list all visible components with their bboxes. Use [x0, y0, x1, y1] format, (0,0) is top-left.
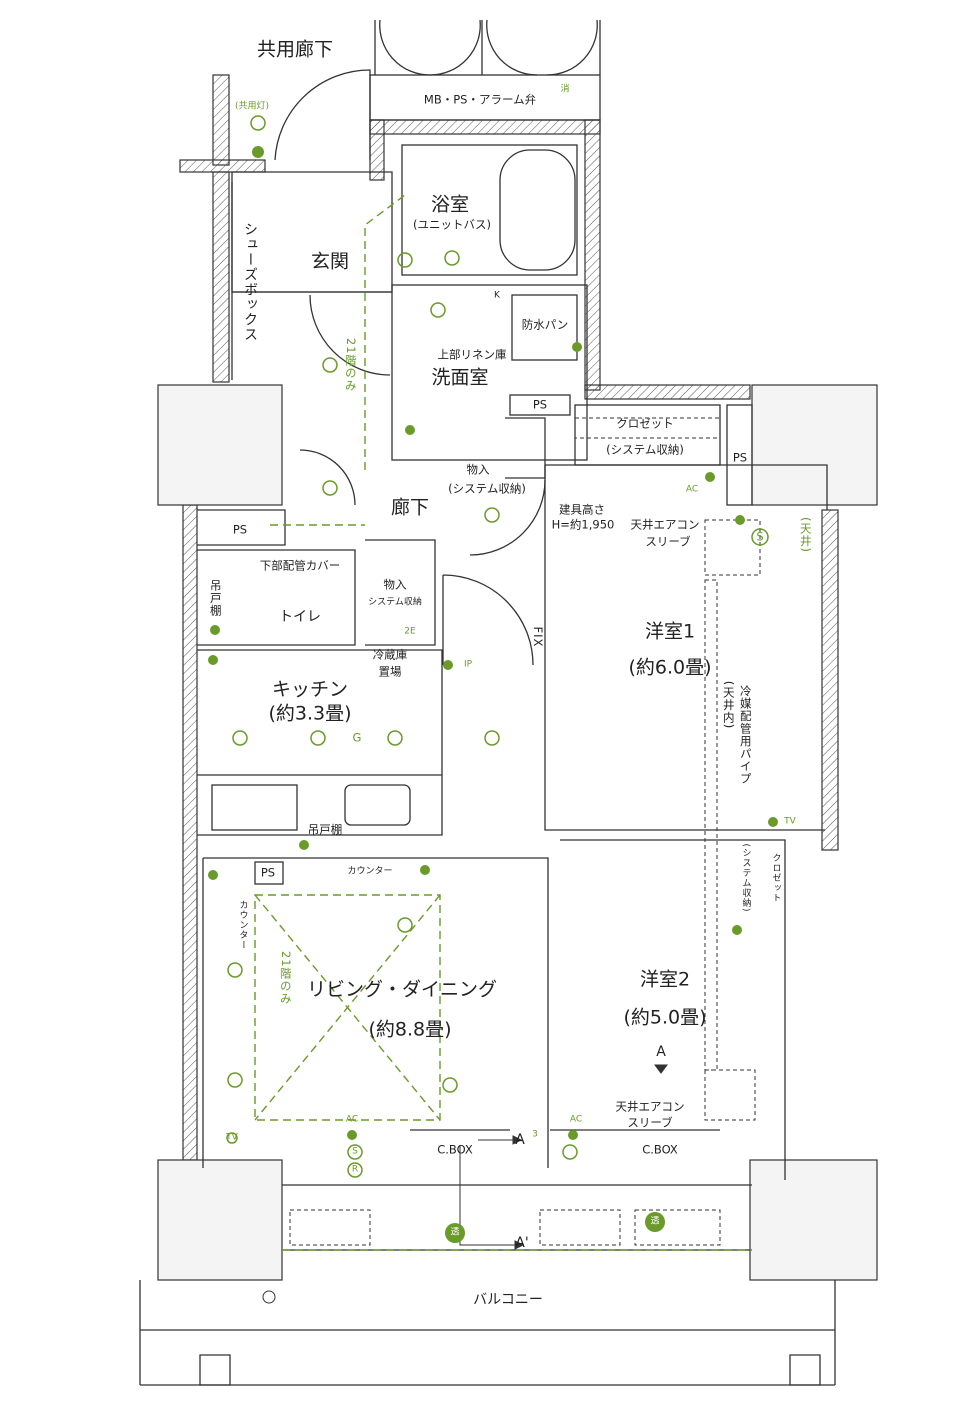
ac-symbol-3: AC — [569, 1114, 583, 1125]
linen-storage-label: 上部リネン庫 — [437, 347, 507, 362]
ps-label-1: PS — [532, 397, 548, 412]
entrance-label: 玄関 — [310, 250, 350, 273]
door-height-value: H=約1,950 — [551, 517, 615, 532]
ac-sleeve-1-sub-label: スリーブ — [645, 534, 691, 549]
2e-symbol: 2E — [404, 626, 416, 637]
section-arrows — [459, 1064, 668, 1250]
tv-symbol-1: TV — [784, 816, 796, 827]
transparent-window-mark-2 — [645, 1212, 665, 1232]
section-a-label: A — [656, 1044, 666, 1060]
s-symbol-1: S — [756, 529, 764, 544]
fixtures — [226, 115, 769, 1178]
hanging-shelf-2-label: 吊戸棚 — [307, 822, 343, 837]
cbox-2-label: C.BOX — [642, 1142, 678, 1157]
lower-pipe-cover-label: 下部配管カバー — [259, 558, 341, 573]
fridge-sub-label: 置場 — [378, 664, 402, 679]
ac-symbol-1: AC — [685, 484, 699, 495]
ac-sleeve-2-sub-label: スリーブ — [627, 1115, 673, 1130]
living-dining-label: リビング・ダイニング — [306, 978, 498, 1001]
walls — [179, 74, 839, 1161]
transparent-1-label: 透 — [450, 1227, 460, 1238]
common-light-label: (共用灯) — [234, 101, 270, 112]
green-dashed-lines — [254, 194, 752, 1251]
storage-1-label: 物入 — [466, 462, 490, 477]
door-height-label: 建具高さ — [559, 502, 605, 517]
western-room-2-label: 洋室2 — [639, 968, 691, 991]
ps-label-4: PS — [260, 865, 276, 880]
transparent-2-label: 透 — [650, 1216, 660, 1227]
waterproof-pan-label: 防水パン — [521, 317, 569, 332]
ac-sleeve-2-label: 天井エアコン — [615, 1099, 685, 1114]
bathroom-label: 浴室 — [430, 193, 470, 216]
outlet-marks — [208, 146, 778, 1140]
section-a-prime-label: A' — [515, 1235, 529, 1251]
fix-label: FIX — [530, 626, 545, 648]
floor21-only-label-a: 21階のみ — [343, 337, 358, 393]
ps-label-2: PS — [732, 450, 748, 465]
closet-2-sub-label: (システム収納) — [740, 843, 751, 913]
ceiling-label: (天井) — [798, 517, 813, 553]
shoe-box-label: シューズボックス — [242, 222, 258, 342]
fire-symbol: 消 — [560, 84, 570, 95]
closet-1-sub-label: (システム収納) — [606, 442, 684, 457]
gas-symbol: G — [352, 730, 362, 745]
western-room-1-label: 洋室1 — [644, 620, 696, 643]
refrigerant-pipe-sub-label: (天井内) — [721, 680, 736, 730]
closet-2-label: クロゼット — [770, 853, 781, 903]
hanging-shelf-1-label: 吊戸棚 — [208, 579, 223, 617]
ac-sleeve-1-label: 天井エアコン — [630, 517, 700, 532]
western-room-1-size: (約6.0畳) — [628, 656, 712, 679]
hallway-label: 廊下 — [390, 496, 430, 519]
tv-symbol-2: TV — [226, 1132, 238, 1143]
washroom-label: 洗面室 — [431, 366, 489, 389]
interior-walls — [139, 19, 836, 1386]
storage-1-sub-label: (システム収納) — [448, 481, 526, 496]
s-symbol-2: S — [352, 1146, 358, 1157]
ac-symbol-2: AC — [345, 1114, 359, 1125]
three-symbol: 3 — [532, 1129, 538, 1140]
storage-2-label: 物入 — [383, 577, 407, 592]
living-dining-size: (約8.8畳) — [368, 1018, 452, 1041]
kitchen-size: (約3.3畳) — [268, 702, 352, 725]
transparent-window-mark-1 — [445, 1223, 465, 1243]
fridge-label: 冷蔵庫 — [372, 647, 408, 662]
counter-1-label: カウンター — [347, 866, 393, 877]
pillars — [157, 384, 878, 1281]
common-corridor-label: 共用廊下 — [256, 38, 334, 61]
storage-2-sub-label: システム収納 — [368, 597, 422, 608]
ip-symbol: IP — [463, 659, 473, 670]
section-a-end-label: A — [515, 1132, 525, 1148]
mb-ps-alarm-label: MB・PS・アラーム弁 — [423, 92, 537, 107]
toilet-label: トイレ — [279, 609, 321, 625]
dashed-lines — [289, 417, 761, 1246]
drain-mark — [262, 1290, 276, 1304]
cbox-1-label: C.BOX — [437, 1142, 473, 1157]
western-room-2-size: (約5.0畳) — [623, 1006, 707, 1029]
counter-2-label: カウンター — [237, 900, 248, 950]
closet-1-label: クロゼット — [616, 416, 674, 431]
k-symbol: K — [494, 290, 500, 301]
kitchen-label: キッチン — [271, 678, 349, 701]
r-symbol: R — [351, 1164, 359, 1175]
floor21-only-label-b: 21階のみ — [278, 950, 293, 1006]
balcony-label: バルコニー — [473, 1292, 543, 1308]
ps-label-3: PS — [232, 522, 248, 537]
bathroom-sub-label: (ユニットバス) — [413, 217, 491, 232]
refrigerant-pipe-label: 冷媒配管用パイプ — [738, 685, 753, 785]
